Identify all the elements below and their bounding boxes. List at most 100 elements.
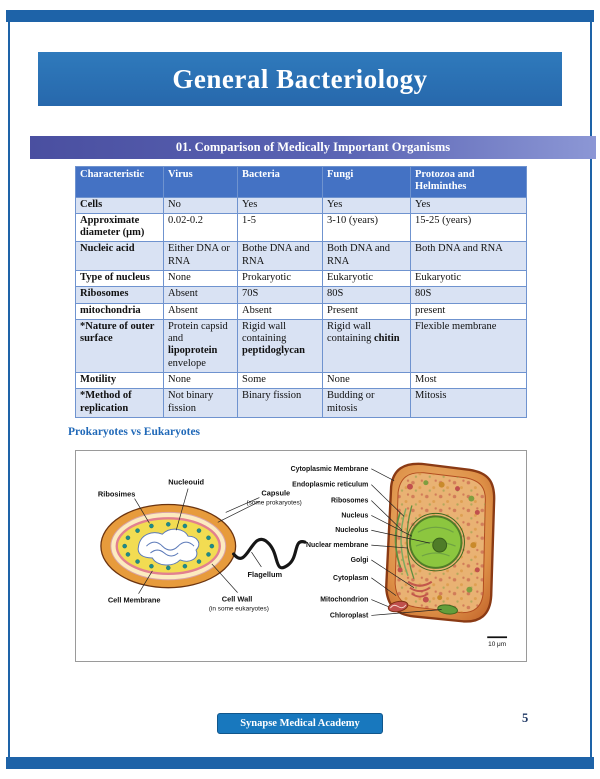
- flagellum-label: Flagellum: [248, 570, 283, 579]
- nuclear-membrane-label: Nuclear membrane: [306, 542, 368, 549]
- row-label: Approximate diameter (μm): [75, 212, 164, 243]
- table-row-motility: Motility None Some None Most: [75, 371, 527, 390]
- cell-membrane-label: Cell Membrane: [108, 596, 161, 605]
- table-cell: Eukaryotic: [410, 269, 527, 288]
- ribosomes-prokaryote-label: Ribosimes: [98, 490, 135, 499]
- table-cell: Some: [237, 371, 323, 390]
- row-label: Ribosomes: [75, 286, 164, 304]
- table-cell: None: [322, 371, 411, 390]
- row-label: Cells: [75, 196, 164, 214]
- table-cell: Yes: [322, 196, 411, 214]
- table-cell: 80S: [322, 286, 411, 304]
- col-header-virus: Virus: [163, 166, 238, 198]
- nucleoid-label: Nucleouid: [168, 478, 204, 487]
- col-header-fungi: Fungi: [322, 166, 411, 198]
- endoplasmic-reticulum-label: Endoplasmic reticulum: [292, 482, 368, 489]
- academy-footer-badge: Synapse Medical Academy: [217, 713, 383, 734]
- cell-text-segment: Protein capsid and: [168, 320, 228, 345]
- cell-wall-sublabel: (in some eukaryotes): [209, 605, 269, 612]
- chloroplast: [437, 604, 458, 615]
- cell-text-bold: chitin: [373, 333, 400, 345]
- table-cell: Absent: [163, 286, 238, 304]
- table-cell: None: [163, 371, 238, 390]
- table-row-nucleic-acid: Nucleic acid Either DNA or RNA Bothe DNA…: [75, 241, 527, 271]
- nucleoid: [137, 528, 200, 566]
- table-cell: Flexible membrane: [410, 318, 527, 373]
- table-cell: Either DNA or RNA: [163, 241, 238, 271]
- table-row-outer-surface: *Nature of outer surface Protein capsid …: [75, 318, 527, 373]
- table-cell: Budding or mitosis: [322, 388, 411, 418]
- cell-wall-label: Cell Wall: [222, 595, 253, 604]
- ribosome-dots: [122, 522, 215, 571]
- row-label: *Method of replication: [75, 388, 164, 418]
- table-cell: Rigid wall containing chitin: [322, 318, 411, 373]
- page-border-top: [6, 10, 594, 22]
- table-cell: Mitosis: [410, 388, 527, 418]
- prokaryotes-vs-eukaryotes-heading: Prokaryotes vs Eukaryotes: [68, 426, 201, 438]
- table-cell: Protein capsid and lipoprotein envelope: [163, 318, 238, 373]
- cell-text-segment: Rigid wall containing: [327, 320, 374, 345]
- capsule-sublabel: (some prokaryotes): [247, 499, 302, 506]
- capsule-label: Capsule: [261, 489, 290, 498]
- section-header: 01. Comparison of Medically Important Or…: [30, 136, 596, 159]
- col-header-characteristic: Characteristic: [75, 166, 164, 198]
- nucleolus: [432, 537, 448, 553]
- cell-text-bold: peptidoglycan: [242, 345, 306, 357]
- nucleus-label: Nucleus: [341, 512, 368, 519]
- cell-text-segment: Rigid wall containing: [242, 320, 287, 345]
- chloroplast-label: Chloroplast: [330, 612, 369, 619]
- row-label: Type of nucleus: [75, 269, 164, 288]
- comparison-table: Characteristic Virus Bacteria Fungi Prot…: [75, 166, 527, 418]
- cytoplasm-label: Cytoplasm: [333, 575, 368, 582]
- table-cell: Rigid wall containing peptidoglycan: [237, 318, 323, 373]
- page-title: General Bacteriology: [172, 63, 428, 94]
- nuclear-membrane: [406, 512, 465, 572]
- row-label: Motility: [75, 371, 164, 390]
- table-cell: present: [410, 302, 527, 320]
- page-number: 5: [522, 711, 529, 725]
- page-border-left: [8, 22, 10, 757]
- vesicles: [397, 480, 480, 603]
- nucleolus-label: Nucleolus: [335, 527, 368, 534]
- row-label: mitochondria: [75, 302, 164, 320]
- page-title-banner: General Bacteriology: [38, 52, 562, 106]
- table-cell: Bothe DNA and RNA: [237, 241, 323, 271]
- table-row-type-of-nucleus: Type of nucleus None Prokaryotic Eukaryo…: [75, 269, 527, 288]
- mitochondrion: [387, 600, 409, 613]
- ribosomes-eukaryote-label: Ribosomes: [331, 498, 368, 505]
- table-row-cells: Cells No Yes Yes Yes: [75, 196, 527, 214]
- prokaryote-leader-lines: [134, 488, 262, 594]
- prokaryote-cell: Ribosimes Nucleouid Capsule (some prokar…: [98, 478, 307, 612]
- table-cell: Not binary fission: [163, 388, 238, 418]
- table-cell: Present: [322, 302, 411, 320]
- golgi-label: Golgi: [351, 557, 369, 564]
- row-label: *Nature of outer surface: [75, 318, 164, 373]
- table-cell: 70S: [237, 286, 323, 304]
- table-cell: Eukaryotic: [322, 269, 411, 288]
- table-row-replication: *Method of replication Not binary fissio…: [75, 388, 527, 418]
- table-cell: 0.02-0.2: [163, 212, 238, 243]
- flagellum: [232, 537, 307, 570]
- table-cell: Yes: [237, 196, 323, 214]
- page-border-bottom: [6, 757, 594, 769]
- table-row-mitochondria: mitochondria Absent Absent Present prese…: [75, 302, 527, 320]
- cell-text-segment: envelope: [168, 357, 206, 369]
- table-row-ribosomes: Ribosomes Absent 70S 80S 80S: [75, 286, 527, 304]
- table-cell: Yes: [410, 196, 527, 214]
- table-cell: Binary fission: [237, 388, 323, 418]
- cell-diagram: Ribosimes Nucleouid Capsule (some prokar…: [98, 462, 508, 648]
- table-row-diameter: Approximate diameter (μm) 0.02-0.2 1-5 3…: [75, 212, 527, 243]
- table-cell: None: [163, 269, 238, 288]
- table-cell: 80S: [410, 286, 527, 304]
- mitochondrion-label: Mitochondrion: [320, 597, 368, 604]
- table-header-row: Characteristic Virus Bacteria Fungi Prot…: [75, 166, 527, 198]
- table-cell: 3-10 (years): [322, 212, 411, 243]
- table-cell: No: [163, 196, 238, 214]
- page-border-right: [590, 22, 592, 757]
- col-header-protozoa: Protozoa and Helminthes: [410, 166, 527, 198]
- table-cell: 15-25 (years): [410, 212, 527, 243]
- eukaryote-cell: Cytoplasmic Membrane Endoplasmic reticul…: [291, 462, 508, 648]
- cell-text-bold: lipoprotein: [168, 345, 218, 357]
- table-cell: Absent: [163, 302, 238, 320]
